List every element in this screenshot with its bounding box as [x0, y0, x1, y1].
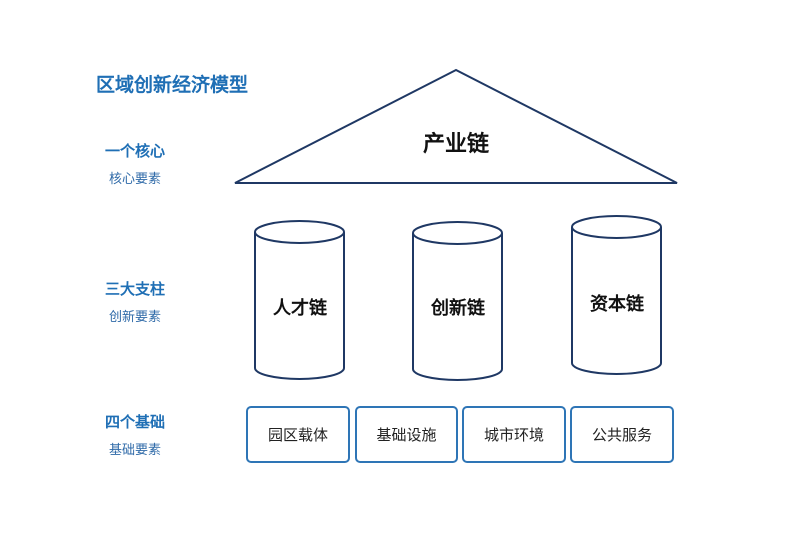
pillar-label-3: 资本链 [590, 294, 644, 315]
pillar-cylinder-2 [412, 221, 503, 381]
diagram-title: 区域创新经济模型 [96, 74, 249, 96]
foundation-box-3: 城市环境 [462, 406, 566, 463]
level-heading-pillars: 三大支柱 [104, 280, 165, 298]
level-sub-core: 核心要素 [108, 172, 161, 187]
foundation-box-1: 园区载体 [246, 406, 350, 463]
foundation-box-4: 公共服务 [570, 406, 674, 463]
roof-label: 产业链 [422, 132, 489, 157]
level-heading-foundations: 四个基础 [104, 413, 165, 431]
foundation-box-2: 基础设施 [355, 406, 458, 463]
pillar-cylinder-3 [571, 215, 662, 375]
pillar-label-2: 创新链 [431, 298, 485, 319]
roof-triangle [234, 68, 678, 184]
pillar-label-1: 人才链 [273, 298, 327, 319]
level-sub-foundations: 基础要素 [108, 443, 161, 458]
pillar-cylinder-1 [254, 220, 345, 380]
level-heading-core: 一个核心 [104, 142, 165, 160]
level-sub-pillars: 创新要素 [108, 310, 161, 325]
